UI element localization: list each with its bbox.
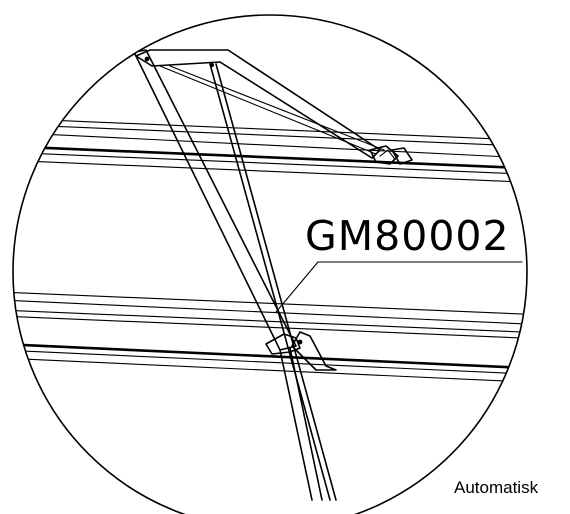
detail-circle [12, 14, 528, 514]
caption-text: Automatisk [454, 478, 539, 497]
part-number-label: GM80002 [305, 212, 510, 260]
rail-clip [369, 145, 413, 165]
top-bracket [135, 49, 385, 159]
leader-line [275, 261, 319, 313]
opener-arm [133, 49, 323, 501]
upper-rail-profile [13, 117, 527, 185]
bottom-bracket [265, 331, 337, 371]
tie-rod [209, 63, 337, 501]
